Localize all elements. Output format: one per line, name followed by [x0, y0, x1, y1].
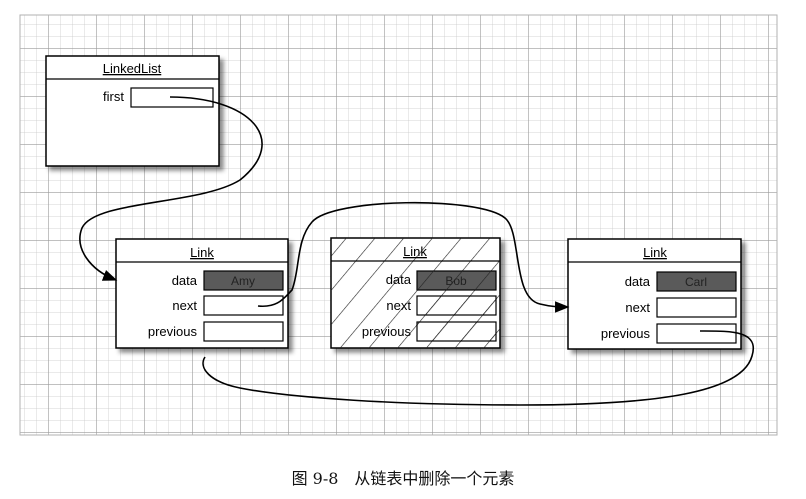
link-amy-next-field — [203, 295, 284, 316]
link-bob-previous-field — [416, 321, 497, 342]
link-carl-previous-field — [656, 323, 737, 344]
amy-next-pointer-arrow — [257, 201, 570, 313]
grid-frame — [19, 14, 778, 436]
link-carl-previous-label: previous — [601, 326, 651, 341]
link-bob-data-label: data — [386, 272, 412, 287]
link-carl-next-label: next — [625, 300, 650, 315]
linkedlist-box: LinkedList first — [45, 55, 220, 167]
link-carl-data-value: Carl — [685, 275, 707, 289]
link-box-carl: Link data next previous Carl — [567, 238, 742, 350]
linkedlist-title: LinkedList — [103, 61, 162, 76]
link-amy-next-label: next — [172, 298, 197, 313]
link-carl-data-label: data — [625, 274, 651, 289]
link-amy-previous-field — [203, 321, 284, 342]
link-bob-previous-label: previous — [362, 324, 412, 339]
link-carl-title: Link — [643, 245, 667, 260]
link-amy-data-label: data — [172, 273, 198, 288]
link-bob-data-value: Bob — [445, 274, 467, 288]
link-bob-next-field — [416, 295, 497, 316]
link-box-amy: Link data next previous Amy — [115, 238, 289, 349]
link-amy-title: Link — [190, 245, 214, 260]
link-amy-data-field — [203, 270, 284, 291]
link-carl-next-field — [656, 297, 737, 318]
link-amy-previous-label: previous — [148, 324, 198, 339]
link-carl-data-field — [656, 271, 737, 292]
link-amy-data-value: Amy — [231, 274, 255, 288]
link-bob-title: Link — [403, 244, 427, 259]
figure-caption: 图 9-8 从链表中删除一个元素 — [292, 469, 515, 488]
first-pointer-arrow — [79, 96, 263, 281]
link-box-bob-removed: Link data next previous Bob — [330, 237, 501, 349]
carl-previous-pointer-arrow — [202, 330, 755, 406]
link-bob-next-label: next — [386, 298, 411, 313]
linkedlist-first-label: first — [103, 89, 124, 104]
